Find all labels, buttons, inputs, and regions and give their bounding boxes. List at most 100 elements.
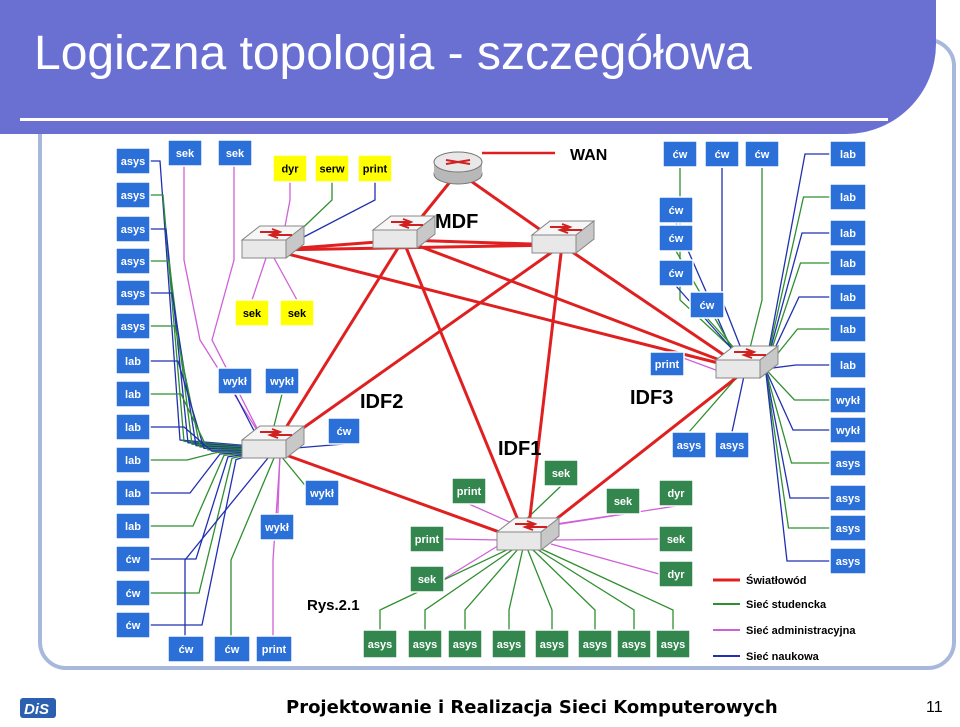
cable-left-2 <box>150 228 253 448</box>
box-mdf-top-0-rect <box>272 154 308 183</box>
box-idf3-mid-0-rect <box>658 196 694 224</box>
box-idf1-right-0-label: sek <box>667 534 686 546</box>
box-idf2-bottom-2-rect <box>255 635 293 663</box>
box-right-5-label: lab <box>840 324 856 336</box>
box-idf2-mid-0-label: wykł <box>222 376 247 388</box>
box-right-2-rect <box>829 219 867 247</box>
box-left-12-rect <box>115 545 151 573</box>
box-idf3-mid-1-rect <box>658 224 694 252</box>
box-idf2-mid-4-rect <box>259 513 295 541</box>
box-left-1-rect <box>115 181 151 209</box>
box-left-6-label: lab <box>125 356 141 368</box>
box-right-1-rect <box>829 183 867 211</box>
box-left-8: lab <box>115 413 151 441</box>
box-left-10-rect <box>115 479 151 507</box>
title-band: Logiczna topologia - szczegółowa <box>0 0 936 134</box>
box-left-11-label: lab <box>125 521 141 533</box>
cable-idf3mid-2 <box>675 285 743 361</box>
box-mdf-bottom-0-label: sek <box>243 308 262 320</box>
cable-idf2bot-2 <box>272 457 281 636</box>
box-idf1-bottom-6-label: asys <box>622 639 646 651</box>
box-idf1-right-0: sek <box>658 525 694 553</box>
box-idf1-left-0-label: print <box>415 534 440 546</box>
box-idf3-extra-0-label: print <box>655 359 680 371</box>
box-left-8-rect <box>115 413 151 441</box>
box-idf1-bottom-0-rect <box>362 629 398 659</box>
box-left-1-label: asys <box>121 190 145 202</box>
cable-left-3 <box>150 260 253 449</box>
cable-right-1 <box>765 196 830 365</box>
box-left-3-rect <box>115 247 151 275</box>
box-idf1-left-1-rect <box>409 565 445 593</box>
box-idf2-bottom-0-label: ćw <box>179 644 194 656</box>
fiber-link-7 <box>401 239 529 543</box>
device-boxes: asys asys asys asys asys asys lab lab lab lab lab l… <box>115 139 867 663</box>
box-right-0-rect <box>829 140 867 168</box>
box-idf3-extra-1-label: asys <box>677 440 701 452</box>
box-right-5: lab <box>829 315 867 343</box>
cable-idf1bot-1 <box>424 547 516 630</box>
box-left-0-rect <box>115 147 151 175</box>
box-idf3-top-2-rect <box>744 140 780 168</box>
box-left-10: lab <box>115 479 151 507</box>
cable-mdfbot-1 <box>273 257 298 301</box>
box-idf1-bottom-0-label: asys <box>368 639 392 651</box>
box-idf3-mid-3: ćw <box>689 291 725 319</box>
fiber-link-11 <box>271 243 563 452</box>
cable-left-10 <box>150 451 253 494</box>
box-idf1-bottom-2-rect <box>447 629 483 659</box>
box-idf2-mid-2-label: ćw <box>337 426 352 438</box>
cable-left-8 <box>150 426 253 452</box>
box-idf2-bottom-1-rect <box>213 635 251 663</box>
box-idf1-top-2-rect <box>605 487 641 515</box>
box-left-11-rect <box>115 512 151 540</box>
box-mdf-bottom-1-rect <box>279 299 315 327</box>
box-idf2-top-0-label: sek <box>176 148 195 160</box>
box-left-14: ćw <box>115 611 151 639</box>
box-idf2-top-1-label: sek <box>226 148 245 160</box>
box-idf1-top-2-label: sek <box>614 496 633 508</box>
box-idf1-bottom-2-label: asys <box>453 639 477 651</box>
cable-idf3top-1 <box>721 168 745 357</box>
fiber-link-8 <box>270 239 405 451</box>
idf2-label: IDF2 <box>360 391 403 413</box>
cable-idf1right-1 <box>550 543 660 575</box>
box-idf1-top-3-label: dyr <box>667 488 685 500</box>
footer-text: Projektowanie i Realizacja Sieci Kompute… <box>286 697 778 718</box>
box-idf1-top-0-rect <box>543 459 579 487</box>
box-idf2-bottom-1-label: ćw <box>225 644 240 656</box>
box-left-4: asys <box>115 279 151 307</box>
box-idf1-top-1-rect <box>451 477 487 505</box>
cable-left-11 <box>150 451 253 527</box>
box-idf1-top-1-label: print <box>457 486 482 498</box>
title-underline <box>20 118 888 121</box>
box-left-6-rect <box>115 347 151 375</box>
box-idf1-bottom-6: asys <box>616 629 652 659</box>
box-right-9: asys <box>829 449 867 477</box>
box-idf1-bottom-5-label: asys <box>583 639 607 651</box>
cable-mdfbot-0 <box>251 257 267 301</box>
box-idf1-top-3: dyr <box>658 479 694 507</box>
box-right-4-label: lab <box>840 292 856 304</box>
box-mdf-bottom-1-label: sek <box>288 308 307 320</box>
box-mdf-bottom-1: sek <box>279 299 315 327</box>
box-right-3: lab <box>829 249 867 277</box>
box-idf1-bottom-3: asys <box>491 629 527 659</box>
mdf-label: MDF <box>435 211 478 233</box>
network-cables <box>150 153 830 636</box>
cable-idf2bot-1 <box>230 457 275 636</box>
box-idf2-mid-2: ćw <box>327 417 361 445</box>
cable-right-8 <box>765 370 830 431</box>
box-left-5-rect <box>115 312 151 340</box>
legend: Światłowód Sieć studencka Sieć administr… <box>713 574 856 663</box>
box-idf3-mid-1-label: ćw <box>669 233 684 245</box>
box-left-6: lab <box>115 347 151 375</box>
box-idf2-mid-4-label: wykł <box>264 522 289 534</box>
cable-right-3 <box>765 262 830 367</box>
cable-left-12 <box>150 452 253 560</box>
box-idf3-top-2: ćw <box>744 140 780 168</box>
cable-left-13 <box>150 453 253 594</box>
box-left-8-label: lab <box>125 422 141 434</box>
box-idf3-mid-2-label: ćw <box>669 268 684 280</box>
idf3-label: IDF3 <box>630 387 673 409</box>
